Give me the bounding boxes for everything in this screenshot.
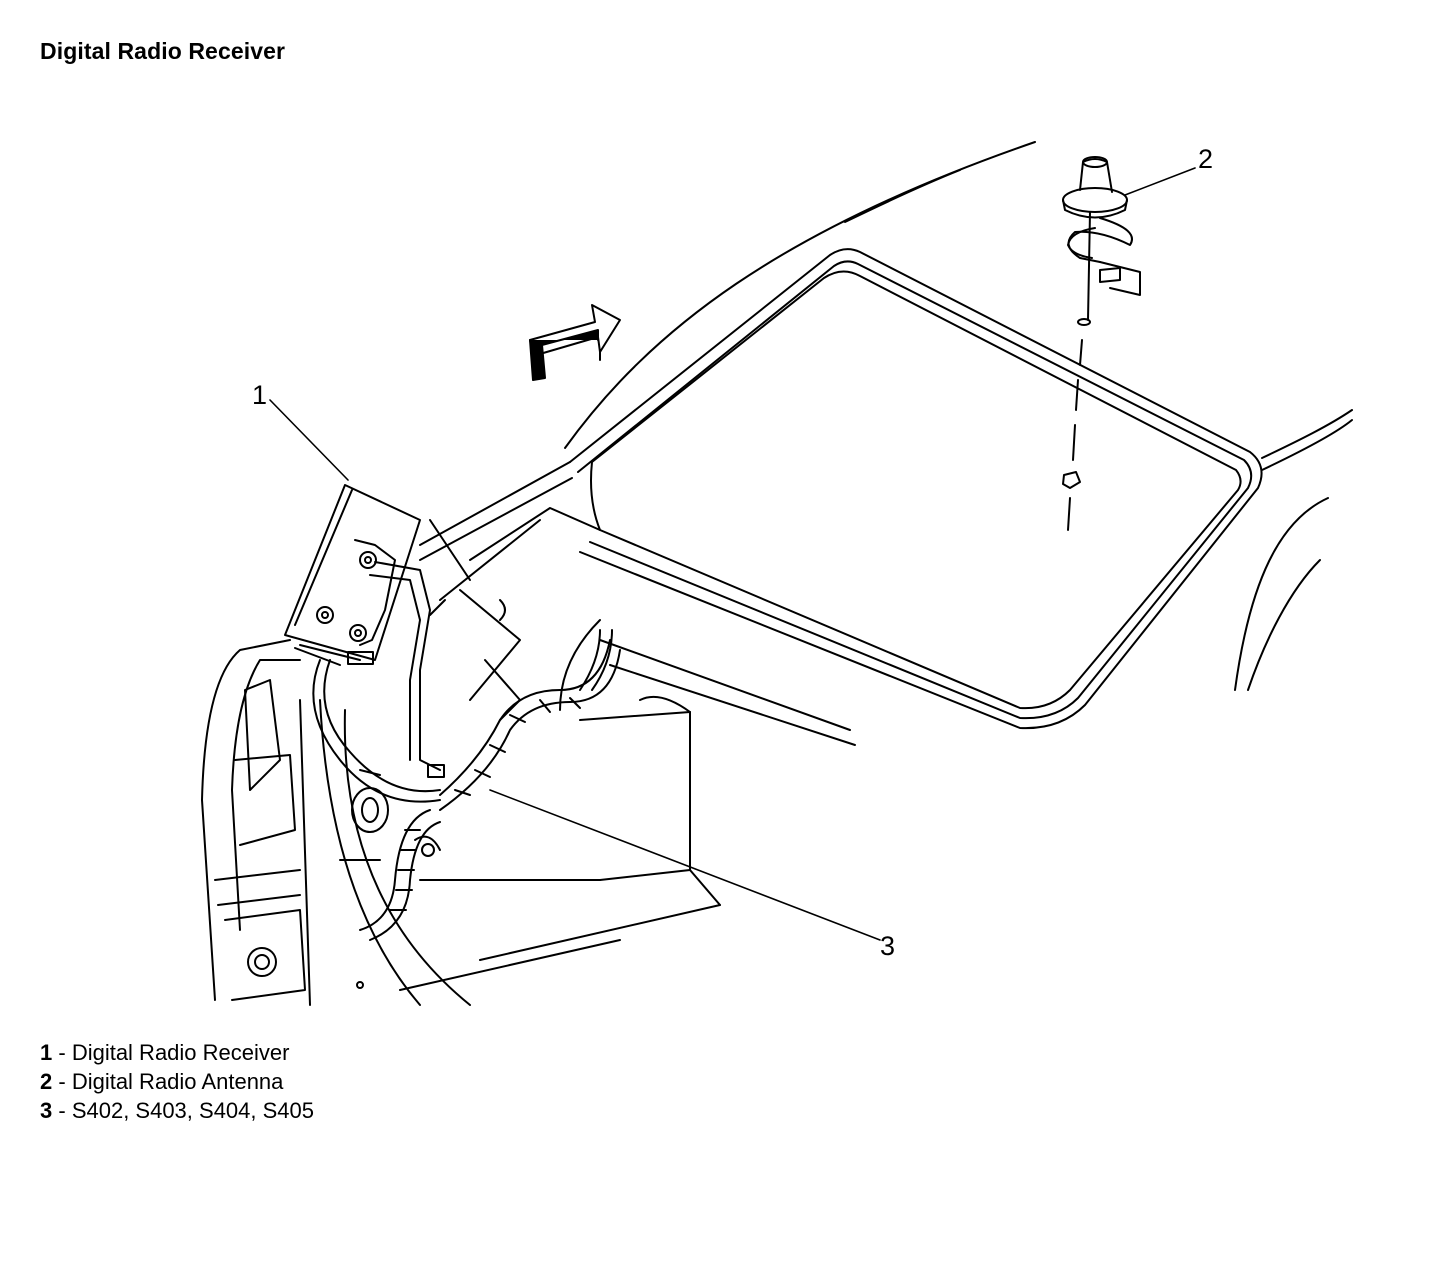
forward-direction-arrow	[529, 304, 621, 381]
legend-number: 2	[40, 1069, 53, 1094]
callout-3: 3	[880, 931, 895, 961]
legend-item: 3 - S402, S403, S404, S405	[40, 1096, 314, 1125]
callout-2: 2	[1198, 144, 1213, 174]
digital-radio-receiver-module	[284, 484, 421, 666]
left-pillar-panel	[201, 639, 471, 1006]
legend-number: 3	[40, 1098, 53, 1123]
legend-label: Digital Radio Receiver	[71, 1040, 290, 1065]
legend: 1 - Digital Radio Receiver 2 - Digital R…	[40, 1038, 314, 1125]
callout-leader-lines	[269, 167, 1196, 941]
digital-radio-antenna	[1062, 156, 1141, 531]
legend-item: 1 - Digital Radio Receiver	[40, 1038, 314, 1067]
callout-1: 1	[252, 380, 267, 410]
dashboard-structure	[399, 461, 856, 991]
legend-item: 2 - Digital Radio Antenna	[40, 1067, 314, 1096]
legend-separator: -	[52, 1040, 72, 1065]
page-title: Digital Radio Receiver	[40, 38, 286, 64]
legend-separator: -	[52, 1069, 72, 1094]
windshield-frame	[569, 248, 1263, 730]
legend-label: S402, S403, S404, S405	[71, 1098, 315, 1123]
legend-number: 1	[40, 1040, 53, 1065]
legend-separator: -	[52, 1098, 72, 1123]
roof-outline	[564, 141, 1353, 691]
wiring-harness	[312, 561, 621, 941]
legend-label: Digital Radio Antenna	[71, 1069, 284, 1094]
